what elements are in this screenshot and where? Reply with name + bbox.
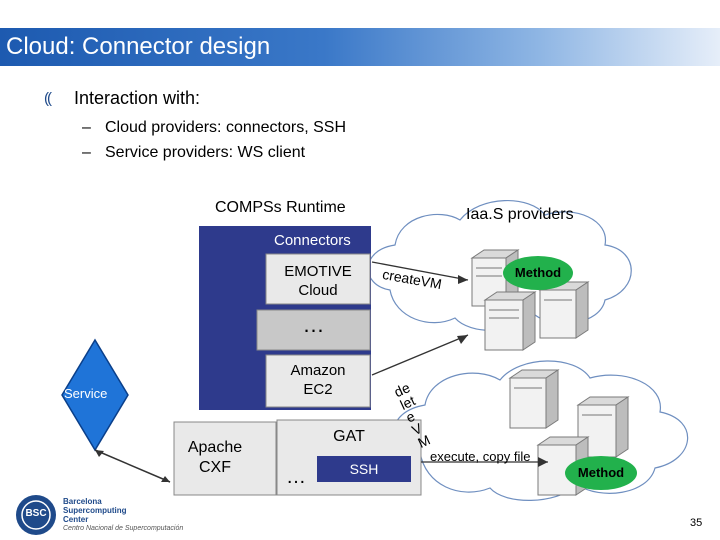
method-oval-top <box>503 256 573 290</box>
deletevm-arrow <box>371 334 469 376</box>
server-icon <box>508 369 560 429</box>
bsc-logo-abbrev: BSC <box>25 508 47 519</box>
slide-title: Cloud: Connector design <box>6 33 271 60</box>
server-icon <box>538 281 590 339</box>
sub-bullet-2: Service providers: WS client <box>105 144 306 161</box>
dots-box <box>256 309 371 351</box>
apache-label: Apache CXF <box>187 439 243 476</box>
amazon-label: Amazon EC2 <box>290 362 346 398</box>
gat-more-dots: … <box>286 466 306 488</box>
bsc-logo-text: Barcelona Supercomputing Center Centro N… <box>63 497 183 533</box>
gat-label: GAT <box>333 428 365 445</box>
connectors-more-dots: … <box>302 312 325 337</box>
method-top-label: Method <box>514 265 562 280</box>
page-number: 35 <box>690 517 703 529</box>
ssh-label: SSH <box>349 461 379 477</box>
iaas-label: Iaa.S providers <box>466 206 574 223</box>
logo-line-4: Centro Nacional de Supercomputación <box>63 525 184 532</box>
connectors-label: Connectors <box>274 232 351 249</box>
service-link <box>94 449 171 483</box>
method-oval-bottom <box>565 456 637 490</box>
logo-line-3: Center <box>63 515 89 524</box>
emotive-label: EMOTIVE Cloud <box>284 263 352 299</box>
bullet-heading: Interaction with: <box>74 88 201 108</box>
method-bottom-label: Method <box>577 465 625 480</box>
sub-bullet-1: Cloud providers: connectors, SSH <box>105 119 346 136</box>
server-icon <box>483 291 537 351</box>
server-icon <box>576 396 630 458</box>
createvm-arrow <box>371 261 469 281</box>
logo-line-2: Supercomputing <box>63 506 127 515</box>
sub-bullet-dash: – <box>82 119 91 136</box>
apache-box <box>173 421 277 496</box>
execute-label: execute, copy file <box>430 449 531 464</box>
sub-bullet-dash: – <box>82 144 91 161</box>
emotive-box <box>265 253 371 305</box>
ssh-box <box>317 456 411 482</box>
logo-line-1: Barcelona <box>63 497 102 506</box>
title-bar: Cloud: Connector design <box>0 28 720 66</box>
amazon-box <box>265 354 371 408</box>
runtime-label: COMPSs Runtime <box>215 199 346 216</box>
bullet-icon: (( <box>44 90 52 107</box>
service-label: Service <box>64 386 108 401</box>
